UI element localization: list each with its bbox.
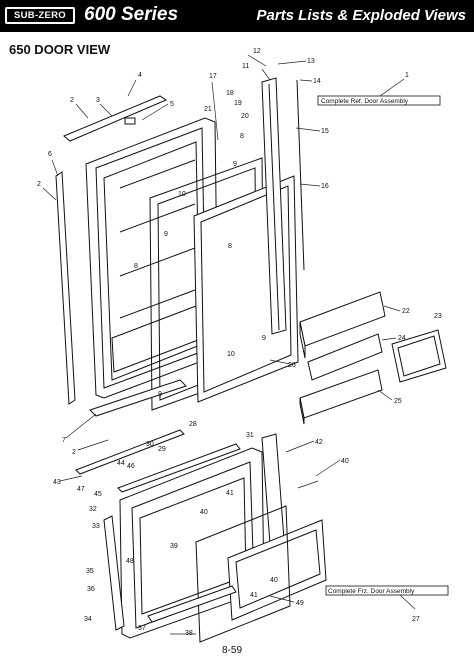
freezer-gasket-part bbox=[227, 519, 327, 621]
part-label: 3 bbox=[96, 97, 100, 104]
page-number: 8-59 bbox=[222, 645, 243, 656]
part-label: 35 bbox=[86, 568, 94, 575]
part-label: 1 bbox=[405, 72, 409, 79]
bracket-part bbox=[124, 117, 136, 125]
part-label: 37 bbox=[138, 625, 146, 632]
part-label: 43 bbox=[53, 479, 61, 486]
part-label: 12 bbox=[253, 48, 261, 55]
frz-assembly-box bbox=[325, 585, 449, 596]
part-label: 15 bbox=[321, 128, 329, 135]
part-label: 47 bbox=[77, 486, 85, 493]
part-label: 40 bbox=[200, 509, 208, 516]
ref-assembly-box bbox=[317, 95, 441, 106]
door-rack-part bbox=[391, 329, 447, 383]
ref-assembly-leader bbox=[379, 78, 405, 97]
part-label: 46 bbox=[127, 463, 135, 470]
part-label: 36 bbox=[87, 586, 95, 593]
part-label: 33 bbox=[92, 523, 100, 530]
part-label: 2 bbox=[72, 449, 76, 456]
part-label: 25 bbox=[394, 398, 402, 405]
top-cap-part bbox=[63, 95, 168, 142]
freezer-gasket-inner bbox=[235, 529, 321, 609]
part-label: 29 bbox=[158, 446, 166, 453]
part-label: 45 bbox=[94, 491, 102, 498]
series-title: 600 Series bbox=[84, 4, 179, 25]
shelf-rails bbox=[119, 159, 196, 319]
part-label: 32 bbox=[89, 506, 97, 513]
part-label: 44 bbox=[117, 460, 125, 467]
part-label: 10 bbox=[178, 191, 186, 198]
brand-logo: SUB-ZERO bbox=[5, 7, 75, 24]
handle-edge bbox=[268, 83, 280, 331]
part-label: 14 bbox=[313, 78, 321, 85]
part-label: 39 bbox=[170, 543, 178, 550]
part-label: 23 bbox=[434, 313, 442, 320]
part-label: 6 bbox=[48, 151, 52, 158]
freezer-top-trim bbox=[117, 443, 241, 493]
freezer-side-trim-part bbox=[103, 515, 125, 631]
part-label: 7 bbox=[62, 437, 66, 444]
part-label: 48 bbox=[126, 558, 134, 565]
side-trim-part bbox=[55, 171, 76, 405]
part-label: 9 bbox=[164, 231, 168, 238]
part-label: 30 bbox=[146, 441, 154, 448]
section-title: Parts Lists & Exploded Views bbox=[256, 7, 466, 24]
door-shelves bbox=[299, 291, 386, 425]
part-label: 4 bbox=[138, 72, 142, 79]
part-label: 18 bbox=[226, 90, 234, 97]
part-label: 27 bbox=[412, 616, 420, 623]
part-label: 17 bbox=[209, 73, 217, 80]
part-label: 28 bbox=[189, 421, 197, 428]
part-label: 11 bbox=[242, 63, 249, 70]
door-rack-inner bbox=[397, 335, 441, 377]
part-label: 10 bbox=[227, 351, 235, 358]
part-label: 31 bbox=[246, 432, 254, 439]
part-label: 13 bbox=[307, 58, 315, 65]
part-label: 2 bbox=[70, 97, 74, 104]
freezer-frame-part bbox=[195, 505, 291, 643]
part-label: 40 bbox=[341, 458, 349, 465]
part-label: 2 bbox=[37, 181, 41, 188]
handle-rod-part bbox=[296, 79, 305, 271]
frz-assembly-label: Complete Frz. Door Assembly bbox=[328, 588, 415, 595]
part-label: 20 bbox=[241, 113, 249, 120]
part-label: 26 bbox=[288, 362, 296, 369]
part-label: 49 bbox=[296, 600, 304, 607]
leader-lines bbox=[42, 54, 401, 635]
part-label: 22 bbox=[402, 308, 410, 315]
gasket-inner bbox=[200, 185, 292, 393]
part-label: 41 bbox=[226, 490, 234, 497]
part-label: 41 bbox=[250, 592, 258, 599]
bottom-cap-part bbox=[89, 379, 187, 417]
part-label: 8 bbox=[240, 133, 244, 140]
part-label: 19 bbox=[234, 100, 242, 107]
freezer-top-strip bbox=[75, 429, 185, 475]
ref-assembly-label: Complete Ref. Door Assembly bbox=[321, 98, 409, 105]
part-label: 38 bbox=[185, 630, 193, 637]
header-bar: SUB-ZERO 600 Series Parts Lists & Explod… bbox=[0, 0, 474, 32]
part-label: 8 bbox=[134, 263, 138, 270]
part-label: 5 bbox=[170, 101, 174, 108]
part-label: 21 bbox=[204, 106, 212, 113]
part-label: 42 bbox=[315, 439, 323, 446]
part-label: 9 bbox=[262, 335, 266, 342]
part-label: 8 bbox=[228, 243, 232, 250]
part-label: 9 bbox=[233, 161, 237, 168]
part-label: 16 bbox=[321, 183, 329, 190]
part-label: 40 bbox=[270, 577, 278, 584]
part-label: 34 bbox=[84, 616, 92, 623]
frz-assembly-leader bbox=[399, 594, 416, 610]
part-labels: 1 2 2 2 3 4 5 6 7 8 8 8 9 9 9 9 10 10 11… bbox=[37, 48, 442, 637]
freezer-bottom-strip bbox=[147, 585, 237, 623]
part-label: 24 bbox=[398, 335, 406, 342]
view-title: 650 DOOR VIEW bbox=[9, 42, 111, 57]
part-label: 9 bbox=[158, 391, 162, 398]
